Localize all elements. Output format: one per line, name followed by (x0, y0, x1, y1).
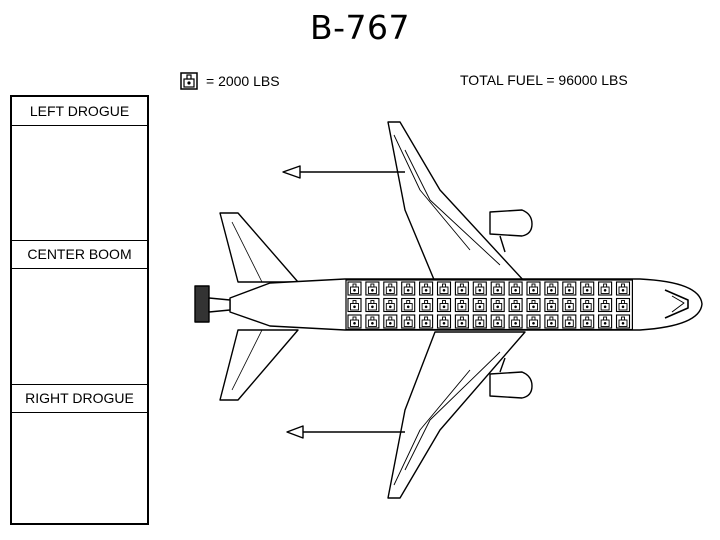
left-drogue-label: LEFT DROGUE (12, 97, 147, 126)
upper-engine (489, 209, 533, 237)
fuel-unit-icon (180, 72, 198, 90)
fuel-unit-icon (490, 281, 505, 296)
section-divider (12, 240, 147, 241)
fuel-unit-icon (544, 297, 559, 313)
fuel-load-grid (345, 279, 633, 331)
fuel-unit-icon (436, 281, 452, 296)
fuel-unit-icon (526, 297, 541, 313)
fuel-unit-icon (615, 297, 631, 313)
right-drogue-basket (286, 425, 304, 439)
lower-wing (387, 331, 526, 499)
fuel-unit-icon (598, 314, 613, 329)
fuel-unit-icon (508, 297, 523, 313)
fuel-unit-icon (454, 297, 469, 313)
center-boom-label: CENTER BOOM (12, 240, 147, 269)
fuel-unit-icon (562, 281, 577, 296)
fuel-unit-icon (383, 297, 398, 313)
fuel-unit-icon (472, 314, 487, 329)
fuel-legend: = 2000 LBS (180, 70, 280, 92)
fuel-unit-icon (508, 281, 523, 296)
tail-boom (194, 285, 210, 323)
fuel-unit-icon (490, 314, 505, 329)
fuel-unit-icon (401, 281, 416, 296)
fuel-unit-icon (347, 314, 362, 329)
fuel-unit-icon (347, 297, 362, 313)
left-drogue-basket (282, 165, 301, 179)
fuel-unit-icon (419, 297, 434, 313)
cockpit (664, 289, 689, 319)
fuel-unit-icon (615, 281, 631, 296)
fuel-unit-icon (508, 314, 523, 329)
fuel-unit-icon (580, 297, 595, 313)
total-fuel-label: TOTAL FUEL = 96000 LBS (460, 72, 628, 88)
fuel-unit-icon (562, 297, 577, 313)
fuel-unit-icon (419, 281, 434, 296)
fuel-unit-icon (544, 314, 559, 329)
fuel-unit-icon (454, 314, 469, 329)
fuel-unit-icon (365, 297, 380, 313)
upper-stabilizer (219, 212, 299, 283)
fuel-unit-icon (615, 314, 631, 329)
refuel-station-panel: LEFT DROGUE CENTER BOOM RIGHT DROGUE (10, 95, 149, 525)
fuel-unit-icon (544, 281, 559, 296)
page-title: B-767 (309, 8, 411, 47)
fuel-unit-icon (526, 314, 541, 329)
fuel-unit-icon (365, 314, 380, 329)
fuel-grid-outline (345, 279, 633, 331)
lower-engine (489, 371, 533, 399)
fuel-unit-icon (598, 281, 613, 296)
fuel-unit-icon (562, 314, 577, 329)
upper-wing (387, 121, 526, 283)
fuel-unit-icon (347, 281, 362, 296)
fuel-unit-icon (436, 297, 452, 313)
fuel-unit-icon (436, 314, 452, 329)
legend-text: = 2000 LBS (206, 73, 280, 89)
fuel-unit-icon (365, 281, 380, 296)
fuel-unit-icon (401, 314, 416, 329)
fuel-unit-icon (580, 281, 595, 296)
fuel-unit-icon (580, 314, 595, 329)
fuel-unit-icon (472, 281, 487, 296)
fuel-unit-icon (401, 297, 416, 313)
right-drogue-label: RIGHT DROGUE (12, 384, 147, 413)
fuel-unit-icon (598, 297, 613, 313)
fuel-unit-icon (383, 314, 398, 329)
lower-stabilizer (219, 329, 299, 401)
fuel-unit-icon (526, 281, 541, 296)
fuel-unit-icon (490, 297, 505, 313)
fuel-unit-icon (454, 281, 469, 296)
fuel-unit-icon (419, 314, 434, 329)
fuel-unit-icon (472, 297, 487, 313)
fuel-unit-icon (383, 281, 398, 296)
section-divider (12, 384, 147, 385)
